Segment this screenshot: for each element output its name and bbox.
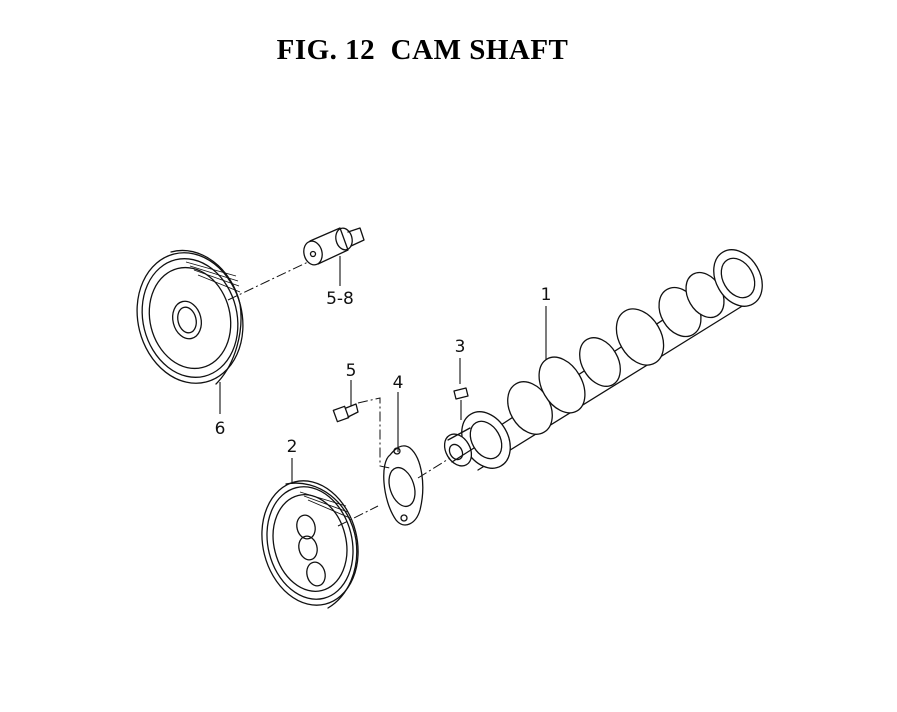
callout-1: 1 [541,285,552,305]
callout-6: 6 [215,419,226,439]
camshaft-part-1 [443,249,763,471]
gear-part-2 [261,480,379,609]
callout-3: 3 [455,337,466,357]
bolt-part-5 [332,403,359,423]
callout-5: 5 [346,361,357,381]
callout-4: 4 [393,373,404,393]
callout-5-8: 5-8 [326,289,354,309]
callout-2: 2 [287,437,298,457]
key-part-3 [453,387,469,420]
shaft-piece-part-5-8 [303,227,365,266]
figure-title: FIG. 12 CAM SHAFT [276,34,569,66]
gear-part-6 [136,249,309,385]
thrust-plate-part-4 [357,397,451,526]
